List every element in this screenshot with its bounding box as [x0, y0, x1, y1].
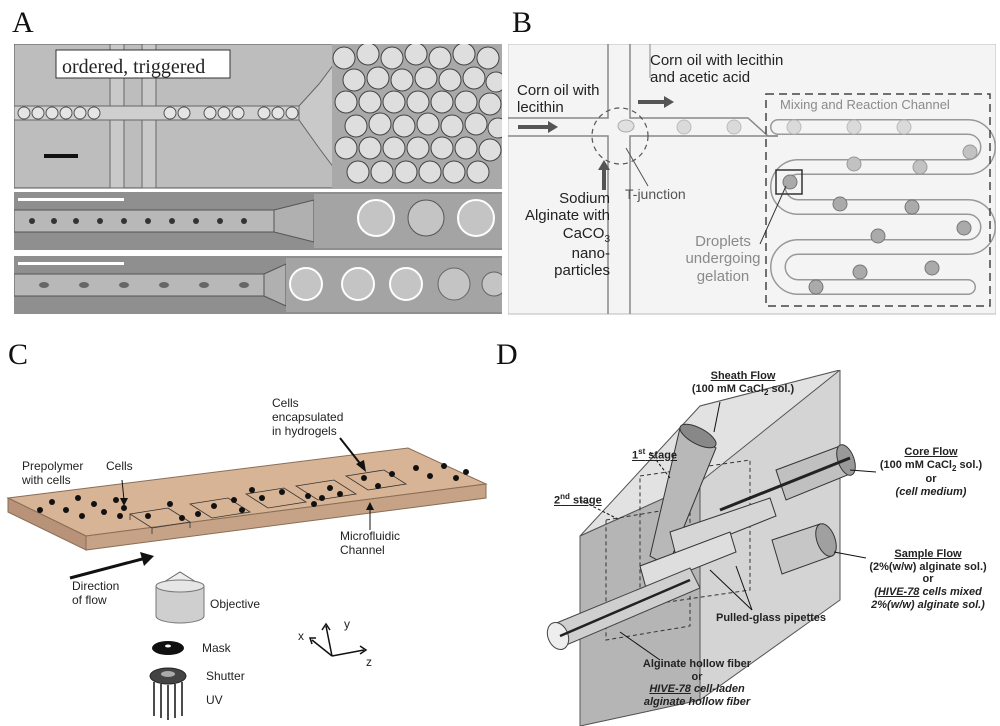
panel-b-inlet-bottom: Sodium Alginate with CaCO3 nano-particle… [524, 190, 610, 280]
panel-c-axis-x: x [298, 629, 304, 643]
panel-c-cells: Cells [106, 459, 133, 473]
panel-b-junction-label: T-junction [625, 186, 686, 202]
panel-d-fiber: Alginate hollow fiber or HIVE-78 cell-la… [642, 658, 752, 708]
panel-c-objective: Objective [210, 597, 261, 611]
panel-d-sheath: Sheath Flow (100 mM CaCl2 sol.) [691, 370, 795, 397]
panel-d-pipettes: Pulled-glass pipettes [716, 612, 827, 624]
panel-a-micrograph [14, 44, 502, 314]
panel-a-label: ordered, triggered [62, 56, 206, 78]
panel-b-letter: B [512, 6, 533, 39]
panel-d-stage2: 2nd stage [554, 492, 602, 507]
panel-a-letter: A [12, 6, 34, 39]
panel-d-letter: D [496, 338, 518, 371]
panel-c-shutter: Shutter [206, 669, 245, 683]
panel-b-channel-label: Mixing and Reaction Channel [780, 97, 950, 112]
panel-c-mask: Mask [202, 641, 231, 655]
panel-d-core: Core Flow (100 mM CaCl2 sol.) or (cell m… [879, 446, 983, 498]
panel-d-stage1: 1st stage [632, 447, 678, 462]
panel-d-sample: Sample Flow (2%(w/w) alginate sol.) or (… [869, 548, 987, 611]
panel-c-diagram [6, 437, 488, 720]
panel-d-diagram [546, 370, 877, 726]
panel-b-diagram [508, 44, 996, 315]
panel-c-axis-y: y [344, 617, 350, 631]
panel-c-uv: UV [206, 693, 223, 707]
panel-c-letter: C [8, 338, 29, 371]
panel-c-axis-z: z [366, 655, 372, 669]
